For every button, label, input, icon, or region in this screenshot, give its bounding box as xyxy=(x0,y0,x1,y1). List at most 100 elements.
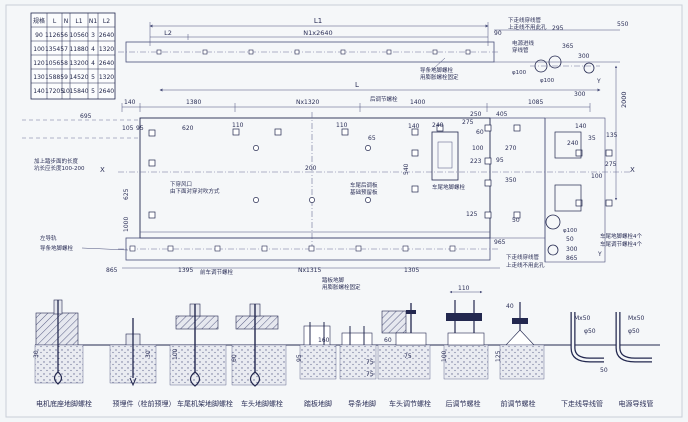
dim-100-a: 100 xyxy=(472,145,484,152)
section-details: 30 30 100 60 xyxy=(33,285,660,408)
label-tail-adjust: 后调节螺栓 xyxy=(370,95,398,103)
dim-125: 125 xyxy=(466,211,478,218)
dim-295: 295 xyxy=(552,25,564,32)
dim-275-right: 275 xyxy=(605,161,617,168)
dim-nx1320-top: Nx1320 xyxy=(296,99,319,106)
dim-90: 90 xyxy=(494,30,502,37)
spec-table-cell: 7 xyxy=(64,46,68,53)
dim-1400: 1400 xyxy=(410,99,425,106)
dim-40: 40 xyxy=(506,303,514,310)
dim-50: 50 xyxy=(512,217,520,224)
label-y-top: Y xyxy=(596,78,601,85)
spec-table-cell: 9 xyxy=(64,74,68,81)
label-tail-foundation: 车尾地脚螺栓 xyxy=(432,183,466,191)
dim-240-b: 240 xyxy=(432,122,444,129)
detail-tail-frame-bolt: 100 xyxy=(169,303,227,387)
detail-head-adjust-bolt: 60 75 xyxy=(377,303,431,380)
dim-75-b: 75 xyxy=(366,371,374,378)
spec-table-cell: 140 xyxy=(33,88,45,95)
spec-table-cell: 10565 xyxy=(45,60,64,67)
note-cable-inlet: 下走线穿线管 xyxy=(506,253,540,261)
spec-table-cell: 15885 xyxy=(45,74,64,81)
note-motor-power: 电源进线 xyxy=(512,39,535,47)
spec-table-cell: 4 xyxy=(91,46,95,53)
spec-table-cell: 11265 xyxy=(45,32,64,39)
dim-75-a: 75 xyxy=(366,359,374,366)
dim-1000: 1000 xyxy=(123,217,130,232)
dim-625: 625 xyxy=(123,188,130,200)
spec-table-cell: 15840 xyxy=(69,88,88,95)
dim-300-c: 300 xyxy=(566,246,578,253)
detail-down-conduit: Mx50 φ50 xyxy=(570,312,604,363)
spec-table-cell: 13200 xyxy=(69,60,88,67)
dim-300-b: 300 xyxy=(574,91,586,98)
detail-tread-anchor: 160 95 xyxy=(296,322,337,380)
detail-caption: 车尾机架地脚螺栓 xyxy=(177,399,233,408)
dim-965: 965 xyxy=(494,239,506,246)
detail-front-adjust-bolt: 40 125 xyxy=(495,302,545,380)
spec-table-cell: 3 xyxy=(91,32,95,39)
spec-table-header: L2 xyxy=(103,18,110,25)
detail-caption: 预埋件（栓前预埋） xyxy=(113,399,176,408)
dim-540: 540 xyxy=(403,163,410,175)
label-plus-bolt-2: 用膨胀螺栓固定 xyxy=(322,283,361,291)
dim-110-b: 110 xyxy=(336,122,348,129)
spec-table-cell: 2640 xyxy=(99,88,114,95)
detail-rear-adjust-bolt: 110 100 xyxy=(441,285,489,380)
dim-100-right: 100 xyxy=(591,173,603,180)
spec-table-cell: 130 xyxy=(33,74,45,81)
dim-95-a: 95 xyxy=(136,125,144,132)
dim-365: 365 xyxy=(562,43,574,50)
label-rear-adjust: 车尾后调板 xyxy=(350,181,378,189)
dim-240: 240 xyxy=(567,140,579,147)
dim-phi100-c: φ100 xyxy=(563,228,578,234)
spec-table-cell: 10560 xyxy=(69,32,88,39)
dim-l: L xyxy=(355,81,359,89)
main-plan-view: L 140 1380 Nx1320 1400 1085 300 695 加上踏步… xyxy=(22,81,642,291)
label-rail-bolt: 导条地脚螺栓 xyxy=(40,244,74,252)
dim-95-det: 95 xyxy=(296,354,303,362)
dim-300: 300 xyxy=(578,53,590,60)
spec-table-header: 规格 xyxy=(33,17,45,25)
spec-table-cell: 13545 xyxy=(45,46,64,53)
note-rail-anchor: 导条地脚螺栓 xyxy=(420,66,454,74)
dim-75-c: 75 xyxy=(404,353,412,360)
detail-caption: 车头地脚螺栓 xyxy=(241,399,283,408)
top-plan-view: L1 L2 N1x2640 90 导条地脚螺栓 用膨胀螺栓固定 下走线穿线管 上… xyxy=(118,16,629,201)
spec-table-cell: 17205 xyxy=(45,88,64,95)
spec-table-cell: 10 xyxy=(62,88,70,95)
detail-caption: 前调节螺栓 xyxy=(501,399,536,408)
dim-95-b: 95 xyxy=(496,157,504,164)
dim-350: 350 xyxy=(505,177,517,184)
dim-270: 270 xyxy=(505,145,517,152)
note-pit-length: 坑长应长度100-200 xyxy=(34,164,85,172)
dim-phi50-a: φ50 xyxy=(584,328,596,335)
detail-power-conduit: Mx50 φ50 50 xyxy=(600,312,652,374)
note-cable-inlet-2: 上走线不用此孔 xyxy=(506,261,545,269)
dim-65-mid: 65 xyxy=(368,135,376,142)
dim-50-det: 50 xyxy=(600,367,608,374)
dim-50-b: 50 xyxy=(566,236,574,243)
note-conduit: 穿线管 xyxy=(512,46,529,54)
dim-m50-b: Mx50 xyxy=(628,315,645,322)
dim-223: 223 xyxy=(470,158,482,165)
dim-125-det: 125 xyxy=(495,350,502,362)
label-y-bottom: Y xyxy=(597,251,602,258)
label-down-inlet: 下穿风口 xyxy=(170,180,192,188)
detail-caption: 电机底座地脚螺栓 xyxy=(36,399,92,408)
dim-275-top: 275 xyxy=(462,119,474,126)
dim-200: 200 xyxy=(305,165,317,172)
spec-table-cell: 90 xyxy=(35,32,43,39)
dim-30-b: 30 xyxy=(145,350,152,358)
dim-865-left: 865 xyxy=(106,267,118,274)
spec-table-header: N xyxy=(64,18,69,25)
spec-table-header: L xyxy=(53,18,57,25)
label-head-adjust: 前车调节螺栓 xyxy=(200,268,234,276)
detail-caption: 车头调节螺栓 xyxy=(389,399,431,408)
dim-110-a: 110 xyxy=(232,122,244,129)
detail-head-frame-bolt: 60 xyxy=(231,303,287,387)
spec-table-cell: 5 xyxy=(91,74,95,81)
spec-table-cell: 4 xyxy=(91,60,95,67)
